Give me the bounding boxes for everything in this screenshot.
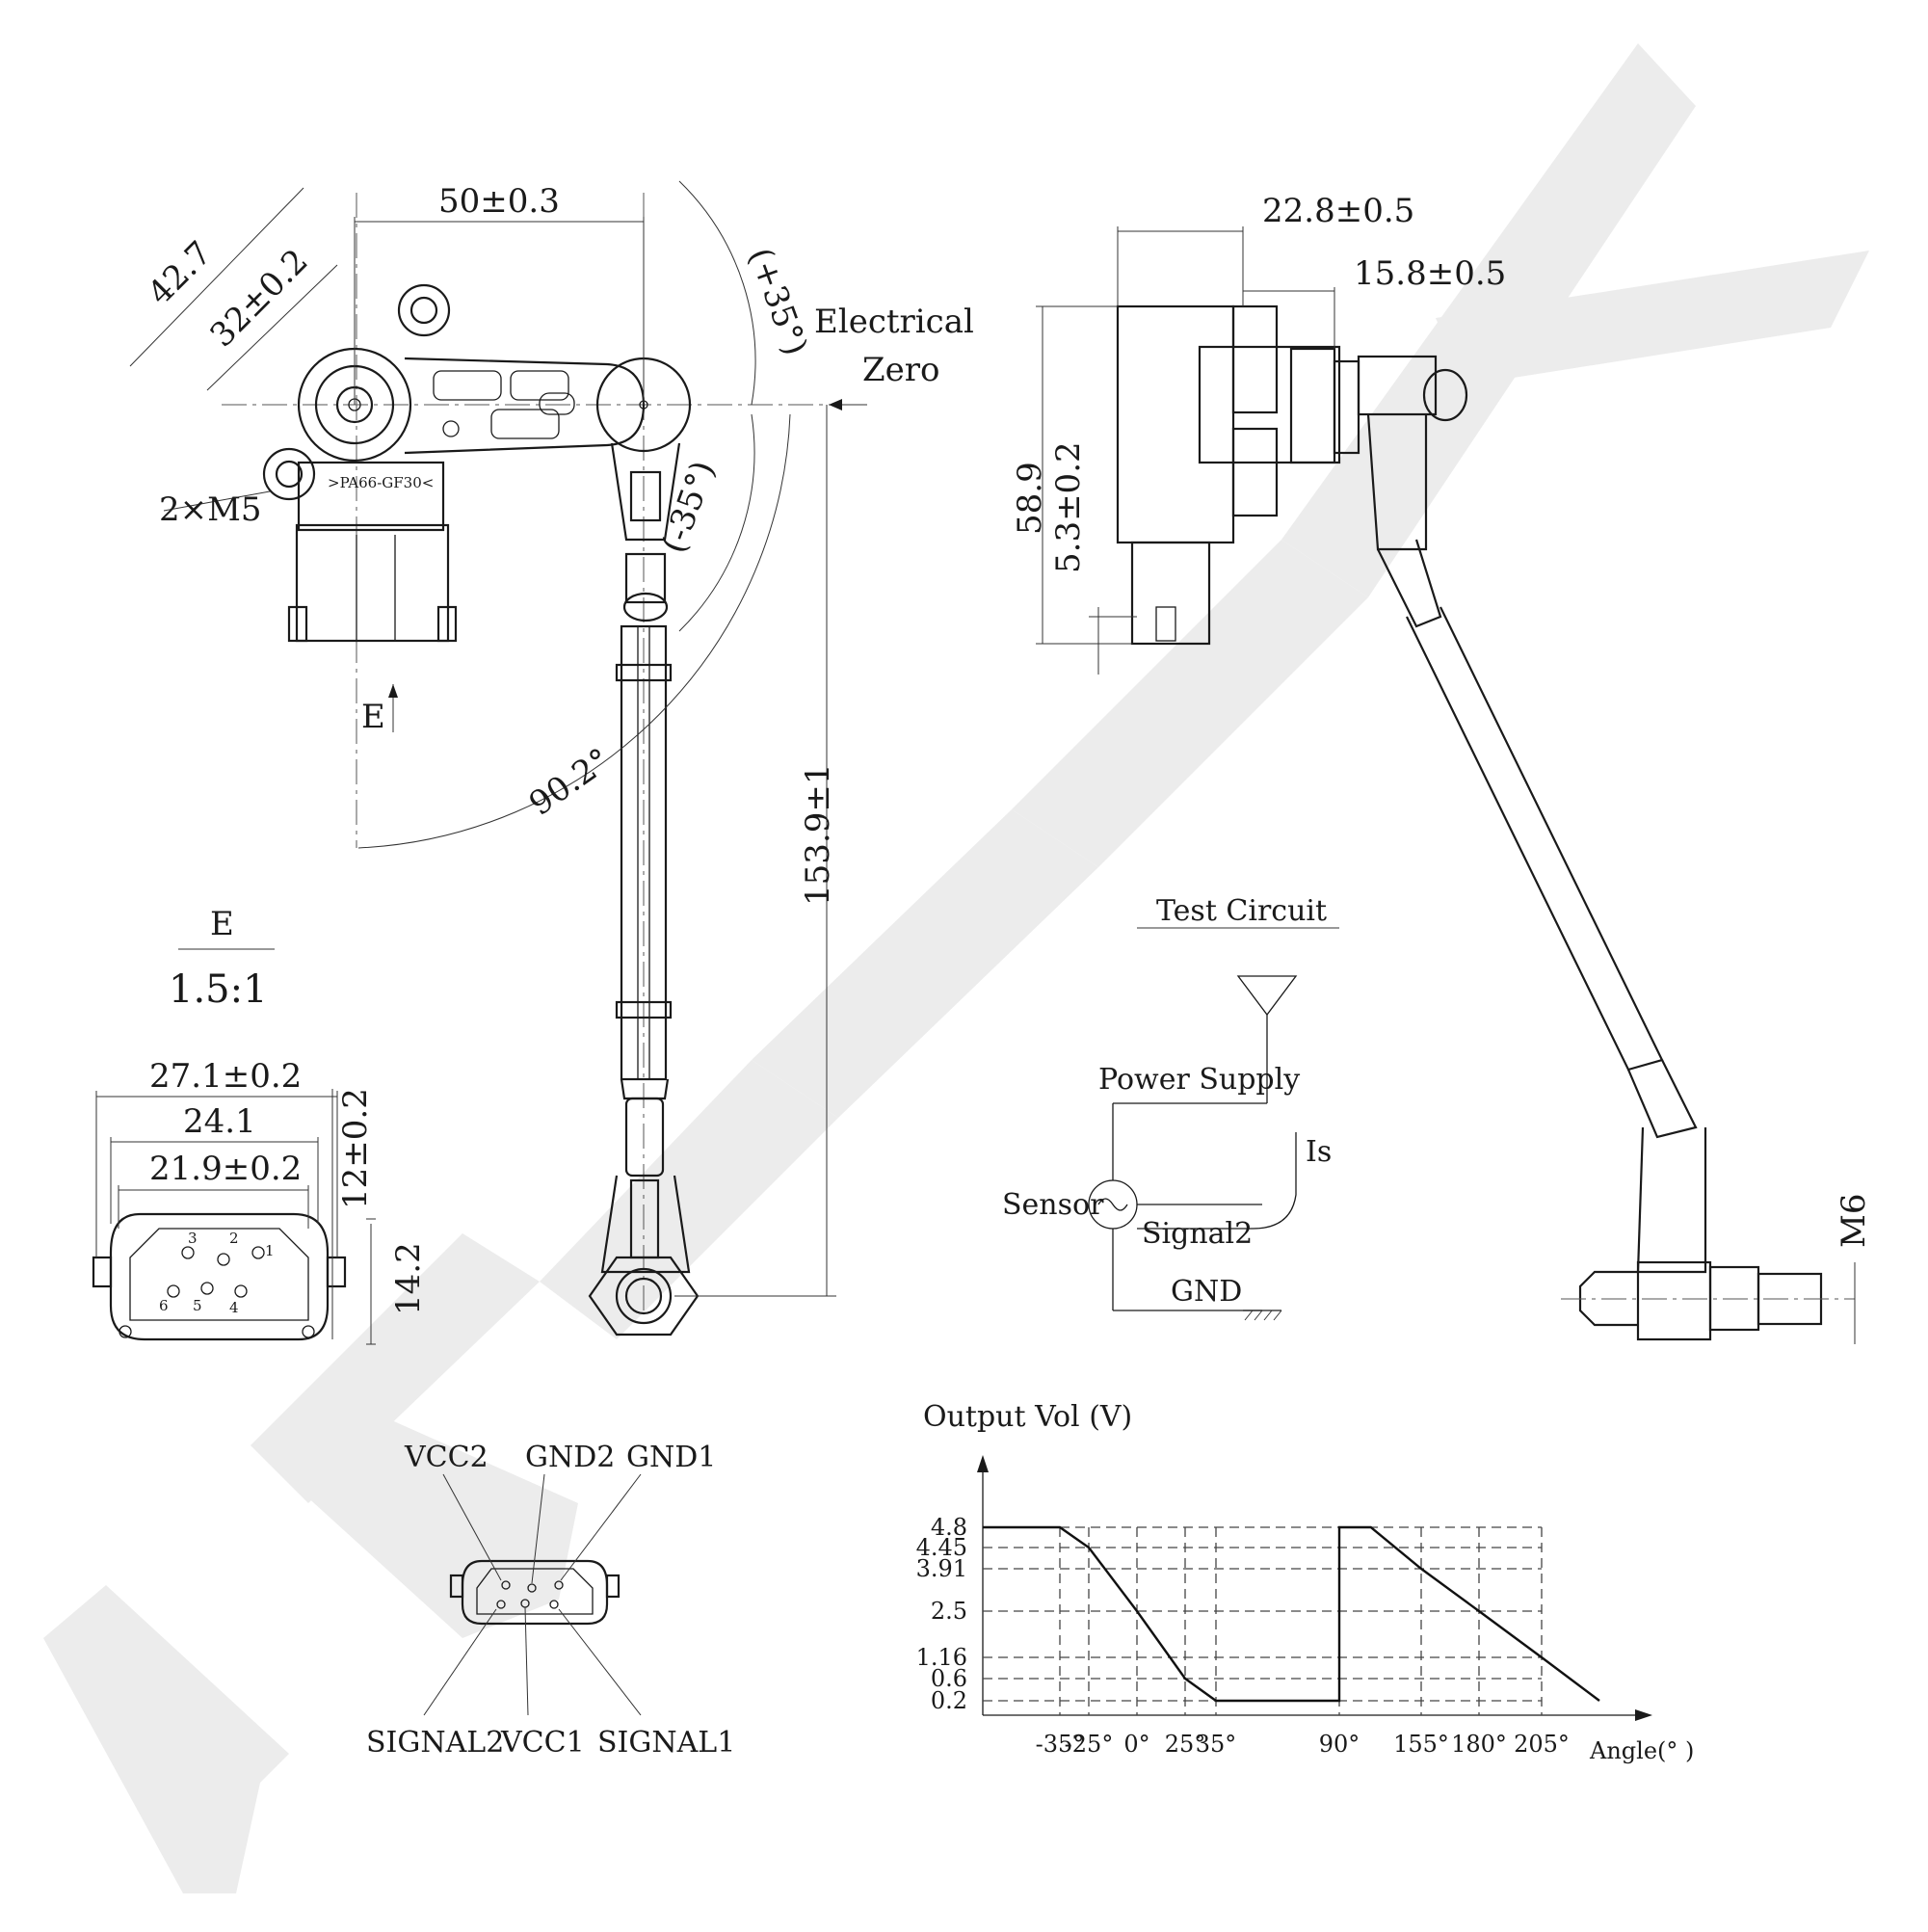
dim-diag-inner: 32±0.2 — [202, 242, 315, 355]
x-tick-label: -25° — [1065, 1731, 1114, 1758]
side-dim-thread: M6 — [1835, 1194, 1873, 1248]
test-circuit: Test Circuit Power Supply Sensor Is Sign… — [1002, 894, 1339, 1320]
x-tick-label: 205° — [1514, 1731, 1570, 1758]
output-voltage-line — [983, 1527, 1599, 1701]
chart-title: Output Vol (V) — [923, 1400, 1132, 1434]
pin-label-gnd2: GND2 — [525, 1441, 615, 1474]
pin-label-signal2: SIGNAL2 — [366, 1726, 504, 1760]
angle-minus-label: (-35°) — [654, 456, 723, 558]
signal-label: Signal2 — [1142, 1217, 1253, 1251]
pin-label-signal1: SIGNAL1 — [597, 1726, 735, 1760]
chart-grid — [983, 1527, 1542, 1715]
detail-dim-3: 21.9±0.2 — [149, 1150, 302, 1188]
chart-ticks: 4.84.453.912.51.160.60.2-35°-25°0°25°35°… — [916, 1514, 1570, 1758]
detail-dim-5: 14.2 — [389, 1242, 428, 1315]
pin-label-vcc1: VCC1 — [500, 1726, 585, 1760]
current-label: Is — [1306, 1135, 1332, 1169]
side-dim-connector: 5.3±0.2 — [1049, 441, 1088, 573]
chart-series — [983, 1527, 1599, 1701]
side-dim-1: 22.8±0.5 — [1262, 192, 1414, 230]
side-dim-height: 58.9 — [1011, 462, 1049, 535]
x-tick-label: 35° — [1196, 1731, 1237, 1758]
pin-4: 4 — [229, 1299, 239, 1316]
dim-diag-outer: 42.7 — [141, 234, 220, 313]
pin-6: 6 — [159, 1297, 169, 1314]
side-dim-2: 15.8±0.5 — [1354, 254, 1506, 293]
sensor-label: Sensor — [1002, 1188, 1104, 1222]
view-marker-e: E — [361, 698, 385, 736]
y-tick-label: 2.5 — [931, 1598, 967, 1625]
pin-5: 5 — [193, 1297, 202, 1314]
detail-dim-2: 24.1 — [183, 1102, 256, 1141]
x-tick-label: 180° — [1451, 1731, 1507, 1758]
x-tick-label: 155° — [1393, 1731, 1449, 1758]
electrical-zero-line1: Electrical — [814, 303, 974, 341]
x-tick-label: 90° — [1319, 1731, 1360, 1758]
x-axis-arrow — [1635, 1709, 1652, 1721]
detail-dim-1: 27.1±0.2 — [149, 1057, 302, 1096]
housing-marking: >PA66-GF30< — [328, 474, 434, 491]
gnd-label: GND — [1171, 1275, 1242, 1309]
power-supply-label: Power Supply — [1098, 1063, 1300, 1097]
angle-plus-label: (+35°) — [741, 243, 815, 360]
y-tick-label: 3.91 — [916, 1555, 967, 1582]
output-voltage-chart: Output Vol (V) 4.84.453.912.51.160.60.2-… — [916, 1400, 1695, 1764]
dim-length: 153.9±1 — [799, 764, 837, 906]
pin-label-gnd1: GND1 — [626, 1441, 716, 1474]
dim-width-top: 50±0.3 — [438, 182, 560, 221]
detail-title: E — [210, 905, 234, 943]
mount-label: 2×M5 — [159, 490, 262, 529]
detail-scale: 1.5:1 — [169, 967, 268, 1012]
pin-label-vcc2: VCC2 — [404, 1441, 489, 1474]
x-axis-label: Angle(° ) — [1589, 1737, 1694, 1764]
angle-total-label: 90.2° — [522, 741, 618, 824]
y-tick-label: 0.2 — [931, 1687, 967, 1714]
electrical-zero-line2: Zero — [862, 351, 939, 389]
x-tick-label: 0° — [1123, 1731, 1149, 1758]
pin-2: 2 — [229, 1230, 239, 1247]
test-circuit-title: Test Circuit — [1156, 894, 1327, 928]
y-axis-arrow — [977, 1455, 989, 1472]
detail-view-e: E 1.5:1 3 2 1 6 5 4 27.1±0.2 24.1 21.9±0 — [93, 905, 428, 1344]
pin-1: 1 — [265, 1242, 275, 1259]
detail-dim-4: 12±0.2 — [336, 1088, 375, 1209]
pin-3: 3 — [188, 1230, 198, 1247]
